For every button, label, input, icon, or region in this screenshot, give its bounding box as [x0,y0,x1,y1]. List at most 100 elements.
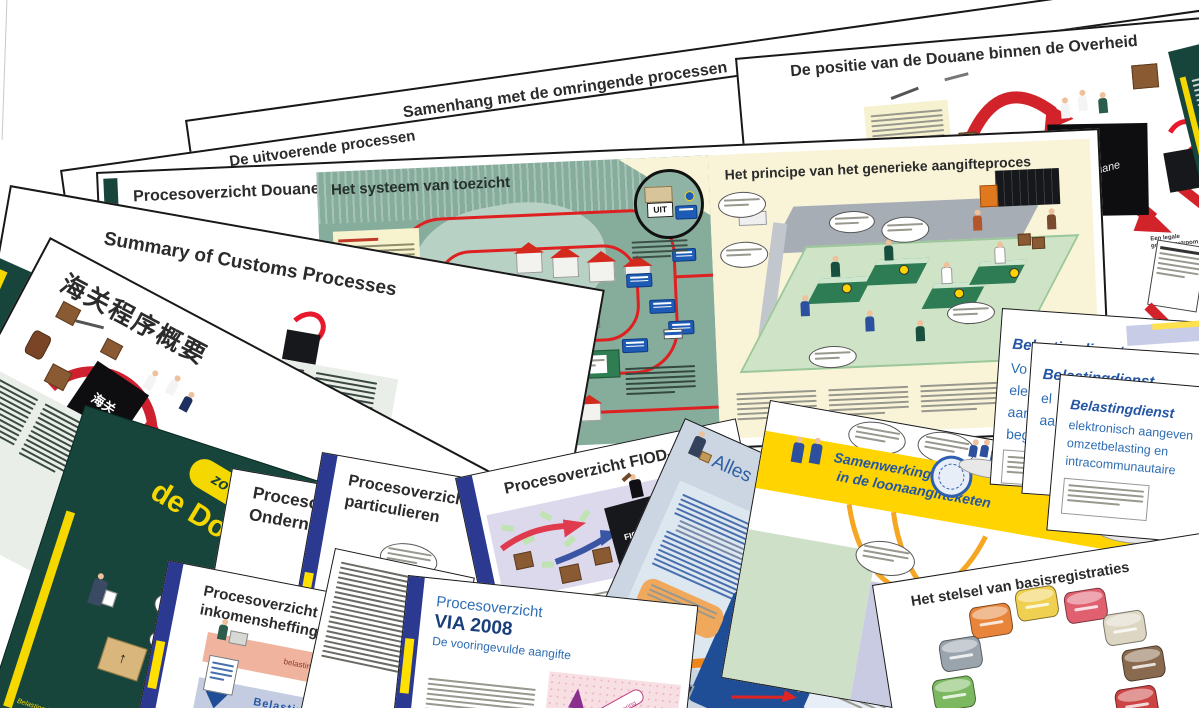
text-line [829,405,910,412]
visitor [800,301,810,317]
can-lid [934,676,972,695]
visitor [865,316,875,332]
text-line [625,380,696,386]
text-line [209,676,225,681]
road-sign [649,298,676,314]
text-line [625,385,696,391]
parcel [1031,236,1046,250]
text-line [723,198,760,202]
uit-sign: UIT [646,201,674,218]
briefcase [698,450,713,464]
text-line [626,390,676,396]
clerk [883,245,894,261]
line-fragment: el [1040,389,1053,407]
truck-cab-orange [979,184,999,208]
text-line [625,370,696,376]
registry-can [1013,584,1061,623]
uit-label: UIT [653,204,668,215]
loader-worker [972,215,983,231]
can-lid [1104,611,1143,629]
text-line [1191,77,1199,83]
text-line [1192,82,1199,87]
container-black [994,168,1061,207]
footnote-col [920,379,1001,415]
customs-officer [1077,95,1088,112]
booklet-brand: Belastingdienst [16,698,63,708]
can-lid [971,604,1009,622]
text-line [625,365,696,371]
group-figure [968,444,979,458]
police-stripe [664,331,682,336]
registry-can [937,634,984,674]
text-line [814,351,851,355]
can-lid [1065,589,1104,607]
parcel [1017,233,1032,246]
can-label [949,653,974,660]
warehouse [588,259,616,283]
cardboard-box: ↑ [97,636,148,682]
text-line [726,253,752,257]
caption-block [625,362,696,398]
line-fragment: ele [1008,381,1029,399]
uit-canopy [644,185,673,204]
text-line [724,203,750,207]
text-line [814,356,841,360]
text-line [834,221,859,225]
can-label [1125,702,1150,708]
registry-can [967,601,1015,641]
can-label [979,620,1004,627]
registry-can [1113,683,1161,708]
text-line [952,307,989,311]
text-line [725,248,763,252]
poster-belasting-front: Belastingdienst elektronisch aangeven om… [1046,374,1199,546]
poster-via2008: Procesoverzicht VIA 2008 De vooringevuld… [385,575,699,708]
clerk [830,261,841,278]
text-line [920,401,1001,408]
police-car [663,328,683,340]
warehouse [515,250,543,274]
parcel [1131,63,1160,90]
text-line [887,222,924,227]
can-lid [1116,686,1155,704]
panel-principe-title: Het principe van het generieke aangiftep… [724,153,1032,183]
can-label [1025,602,1050,610]
road-sign [675,204,698,220]
text-heading [338,237,379,243]
registry-can [1101,608,1149,648]
can-lid [940,637,979,655]
note-text [1156,251,1199,280]
line-fragment: Vo [1010,359,1028,377]
can-label [1074,605,1099,612]
customs-officer [1097,97,1109,114]
can-lid [1016,586,1055,605]
text-line [887,228,913,232]
text-line [631,249,689,254]
customs-officer [1060,103,1071,119]
text-line [631,244,688,249]
via-pink-panel: renseignering [536,671,681,708]
speech-bubble [719,240,769,269]
text-line [834,216,869,220]
via-body-text [424,675,536,708]
text-line [921,407,978,413]
purple-arrows [564,688,584,708]
sheet-edge-line [1,0,8,140]
text-line [1195,92,1199,97]
text-line [952,312,979,316]
road-sign [621,338,649,354]
can-label [942,692,967,700]
brand-heading: Belastingdienst [1069,396,1175,422]
clerk [940,266,953,285]
text-line [1193,87,1199,92]
line-fragment: aa [1039,411,1056,429]
can-label [1113,627,1138,634]
eu-star-dot [684,190,695,202]
visitor [915,326,926,342]
info-box [1060,477,1150,522]
text-line [632,254,672,259]
clerk [994,246,1006,264]
poster-douane-title: Procesoverzicht Douane [132,180,321,206]
road-sign [625,272,653,288]
registry-can [1120,644,1167,683]
